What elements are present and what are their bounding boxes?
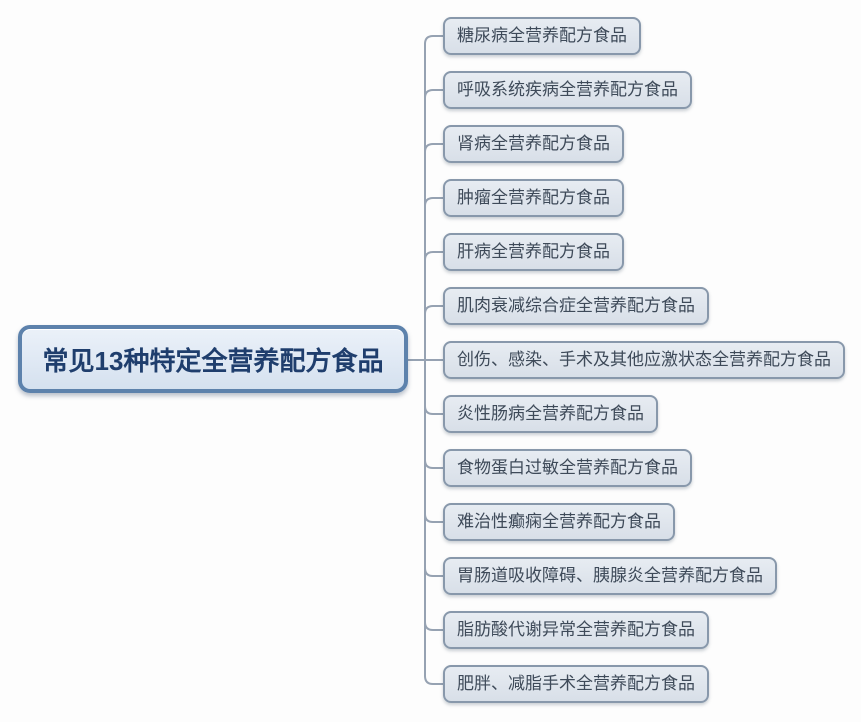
branch-node-sarcopenia[interactable]: 肌肉衰减综合症全营养配方食品	[443, 287, 709, 325]
branch-node-fatty-acid[interactable]: 脂肪酸代谢异常全营养配方食品	[443, 611, 709, 649]
branch-node-tumor[interactable]: 肿瘤全营养配方食品	[443, 179, 624, 217]
branch-node-epilepsy[interactable]: 难治性癫痫全营养配方食品	[443, 503, 675, 541]
branch-node-obesity[interactable]: 肥胖、减脂手术全营养配方食品	[443, 665, 709, 703]
branch-node-kidney[interactable]: 肾病全营养配方食品	[443, 125, 624, 163]
branch-node-trauma-stress[interactable]: 创伤、感染、手术及其他应激状态全营养配方食品	[443, 341, 845, 379]
root-node[interactable]: 常见13种特定全营养配方食品	[18, 325, 408, 393]
branch-node-ibd[interactable]: 炎性肠病全营养配方食品	[443, 395, 658, 433]
branch-node-respiratory[interactable]: 呼吸系统疾病全营养配方食品	[443, 71, 692, 109]
branch-node-diabetes[interactable]: 糖尿病全营养配方食品	[443, 17, 641, 55]
branch-node-liver[interactable]: 肝病全营养配方食品	[443, 233, 624, 271]
branch-node-gi-pancreatitis[interactable]: 胃肠道吸收障碍、胰腺炎全营养配方食品	[443, 557, 777, 595]
branch-node-protein-allergy[interactable]: 食物蛋白过敏全营养配方食品	[443, 449, 692, 487]
